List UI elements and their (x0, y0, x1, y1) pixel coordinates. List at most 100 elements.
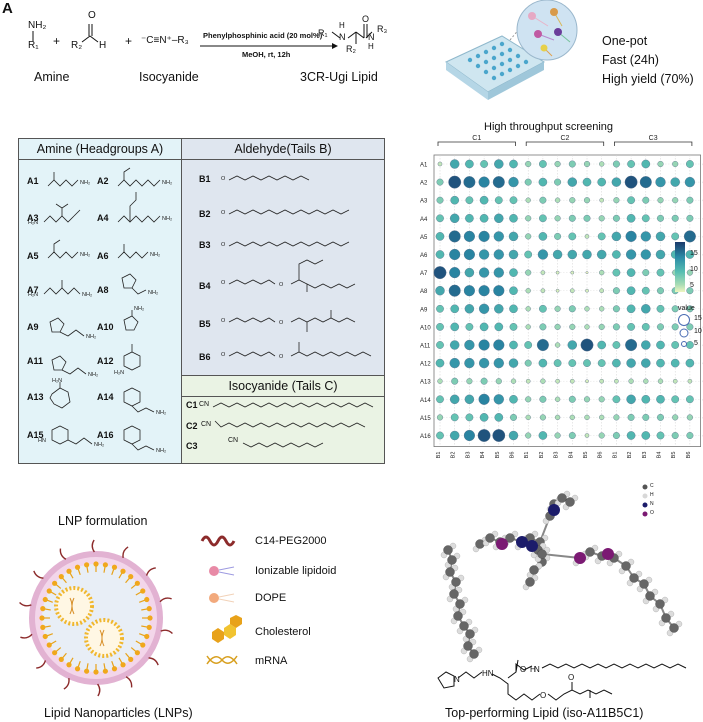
heatmap-bubble (672, 378, 678, 384)
lipid-head (46, 642, 52, 648)
product-bonds (331, 24, 373, 44)
heatmap-bubble (657, 323, 664, 331)
heatmap-bubble (525, 306, 531, 312)
heatmap-bubble (625, 230, 637, 242)
heatmap-bubble (639, 176, 652, 189)
lipid-head (111, 564, 118, 570)
reaction-arrow (200, 43, 338, 49)
lipid-tail (69, 572, 74, 579)
heatmap-bubble (671, 232, 680, 241)
heatmap-bubble (478, 285, 490, 297)
lipid-head (134, 650, 140, 656)
peg-chain (145, 567, 156, 576)
heatmap-bubble (686, 305, 694, 313)
lipid-tail (118, 657, 123, 664)
heatmap-bubble (683, 230, 696, 243)
heatmap-bubble (625, 249, 637, 260)
lipid-head (93, 669, 99, 675)
heatmap-bubble (494, 413, 504, 422)
lipid-head (134, 580, 140, 586)
lipid-o-text: O (520, 665, 526, 674)
peg-chain (19, 601, 32, 607)
atom-legend-c: C (650, 483, 654, 489)
heatmap-bubble (478, 249, 490, 260)
heatmap-bubble (612, 160, 620, 168)
heatmap-bubble (597, 177, 607, 187)
heatmap-bubble (524, 341, 533, 349)
heatmap-bubble (686, 414, 693, 421)
heatmap-bubble (612, 323, 620, 331)
o-text: O (279, 320, 284, 326)
size-legend-tick: 10 (694, 328, 702, 335)
row-label: A16 (420, 434, 431, 440)
amine-label: A10 (97, 322, 114, 332)
atom-legend-h: H (650, 492, 654, 498)
aldehyde-h: H (99, 40, 107, 51)
heatmap-bubble (554, 396, 561, 402)
heatmap-bubble (599, 306, 605, 312)
amine-r1: R₁ (28, 40, 39, 51)
h2n-text: H₂N (52, 378, 62, 384)
heatmap-bubble (656, 394, 665, 404)
carbon-atom (585, 547, 595, 557)
heatmap-bubble (584, 433, 590, 438)
nh2-text: NH₂ (82, 292, 92, 298)
heatmap-bubble (657, 378, 664, 384)
heatmap-bubble (583, 214, 591, 222)
heatmap-bubble (670, 177, 680, 187)
heatmap-bubble (525, 160, 532, 168)
aldehyde-label: B5 (199, 319, 211, 329)
group-label: C3 (649, 135, 658, 142)
carbon-atom (669, 623, 679, 633)
lipid-head (84, 562, 90, 568)
heatmap-bubble (492, 429, 506, 442)
amine-label: A2 (97, 176, 109, 186)
heatmap-bubble (671, 341, 680, 349)
dope-icon (209, 593, 235, 603)
heatmap-bubble (449, 357, 460, 369)
heatmap-bubble (478, 267, 490, 278)
legend-mrna: mRNA (255, 655, 288, 667)
heatmap-bubble (643, 378, 649, 384)
heatmap-bubble (599, 288, 604, 293)
heatmap-bubble (655, 249, 666, 260)
heatmap-bubble (450, 322, 460, 332)
heatmap-bubble (525, 269, 532, 276)
lipid-tail (139, 633, 146, 637)
heatmap-bubble (525, 414, 531, 421)
heatmap-bubble (525, 378, 531, 384)
heatmap-bubble (464, 304, 475, 314)
heatmap-bubble (627, 323, 635, 331)
o-text: O (221, 352, 226, 358)
hn-text: HN (38, 438, 46, 444)
heatmap-bubble (686, 160, 694, 168)
feature-fast: Fast (24h) (602, 53, 659, 67)
lipid-tail (135, 640, 142, 645)
carbon-atom (525, 577, 535, 587)
heatmap-bubble (626, 358, 636, 368)
heatmap-bubble (436, 341, 444, 349)
heatmap-bubble (568, 432, 576, 439)
lipid-tail (103, 566, 106, 573)
nh2-text: NH₂ (86, 334, 96, 340)
conditions-label: MeOH, rt, 12h (242, 50, 291, 59)
oxygen-atom (574, 552, 586, 564)
lipid-h-text: H (530, 665, 536, 674)
nh2-text: NH₂ (162, 180, 172, 186)
heatmap-bubble (612, 432, 620, 439)
heatmap-bubble (640, 249, 651, 260)
amine-label: A16 (97, 430, 114, 440)
amine-panel-title: Amine (Headgroups A) (19, 139, 181, 160)
heatmap-bubble (448, 230, 461, 243)
heatmap-bubble (538, 177, 548, 187)
product-h-right: H (368, 42, 374, 51)
row-label: A11 (420, 344, 431, 350)
well-plate-illustration (445, 0, 578, 100)
column-label: B4 (657, 452, 663, 459)
group-label: C1 (472, 135, 481, 142)
amine-label: A9 (27, 322, 39, 332)
lipid-head (128, 656, 134, 662)
product-r2: R₂ (346, 44, 356, 54)
lipid-n2-text: N (534, 665, 540, 674)
product-r3: R₃ (377, 24, 388, 34)
